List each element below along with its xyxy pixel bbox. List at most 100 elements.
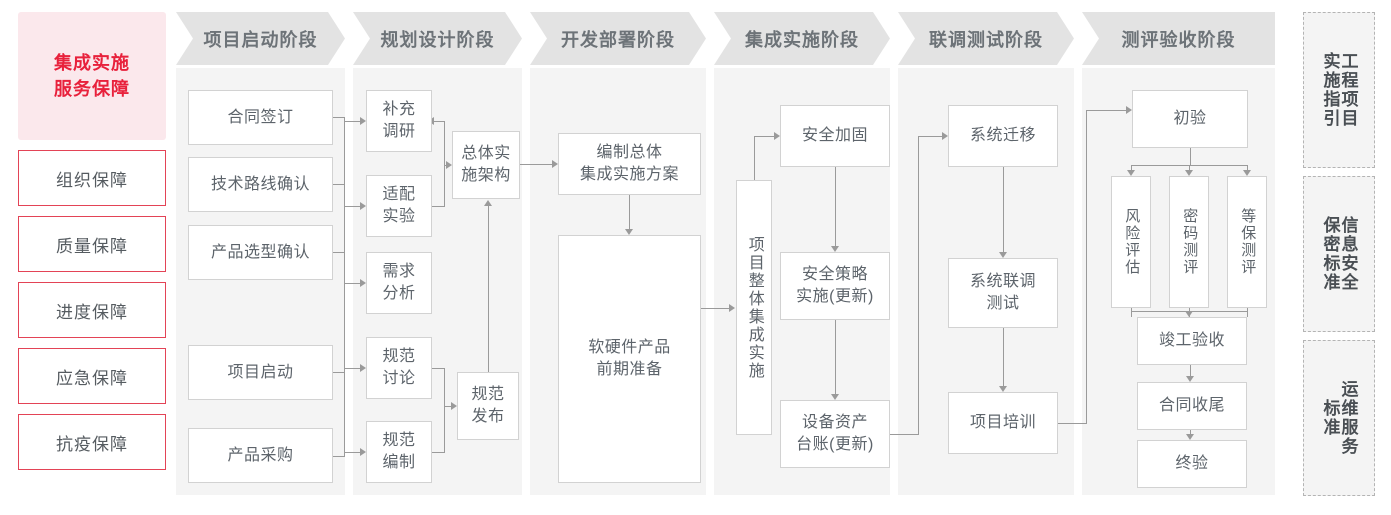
- node-asset-ledger-line1: 设备资产: [801, 414, 868, 432]
- node-grade-protection-evaluation[interactable]: 等保测评: [1227, 176, 1267, 308]
- node-project-kickoff[interactable]: 项目启动: [188, 345, 333, 400]
- right-standards-panel: 工程项目 实施指引 信息安全 保密标准 运维服务 标准: [1303, 12, 1375, 504]
- left-panel-header-line2: 服务保障: [54, 79, 130, 99]
- node-spec-discussion[interactable]: 规范 讨论: [366, 337, 432, 399]
- node-supplementary-survey-line2: 调研: [382, 123, 416, 140]
- connector-p1-techroute-out: [333, 184, 345, 185]
- left-item-quality[interactable]: 质量保障: [18, 216, 166, 272]
- node-requirement-analysis-line2: 分析: [382, 285, 416, 302]
- phase-1-label: 项目启动阶段: [203, 29, 318, 50]
- node-final-acceptance[interactable]: 终验: [1137, 440, 1247, 488]
- left-item-schedule[interactable]: 进度保障: [18, 282, 166, 338]
- right-item-1-col-right: 工程项目: [1338, 52, 1358, 128]
- left-item-epidemic[interactable]: 抗疫保障: [18, 414, 166, 470]
- node-security-policy-line1: 安全策略: [801, 266, 868, 284]
- node-spec-discussion-line2: 讨论: [382, 370, 416, 387]
- connector-specdisc-out: [432, 368, 444, 369]
- right-item-engineering-guideline[interactable]: 工程项目 实施指引: [1303, 12, 1375, 168]
- connector-training-up: [1086, 110, 1087, 424]
- connector-spec-junction-to-pub: [444, 406, 451, 407]
- left-panel-header: 集成实施 服务保障: [18, 12, 166, 140]
- arrow-specpub-to-arch: [484, 200, 492, 206]
- node-adaptation-experiment-line1: 适配: [382, 186, 416, 204]
- phase-4-label: 集成实施阶段: [745, 29, 859, 50]
- connector-completion-to-close: [1190, 365, 1191, 376]
- connector-arch-to-plan: [520, 164, 552, 165]
- node-initial-acceptance[interactable]: 初验: [1132, 90, 1248, 148]
- phase-5-header[interactable]: 联调测试阶段: [898, 12, 1074, 65]
- arrow-integration-to-harden: [774, 132, 780, 140]
- node-supplementary-survey[interactable]: 补充 调研: [366, 90, 432, 152]
- arrow-to-spec-publication: [451, 402, 457, 410]
- phase-1-header[interactable]: 项目启动阶段: [176, 12, 345, 65]
- connector-to-crypto: [1189, 165, 1190, 171]
- arrow-to-grade: [1243, 170, 1251, 176]
- node-equipment-asset-ledger[interactable]: 设备资产 台账(更新): [780, 400, 890, 468]
- phase-6-label: 测评验收阶段: [1121, 29, 1236, 50]
- connector-spec-junction: [444, 368, 445, 453]
- node-overall-arch-line1: 总体实: [461, 145, 511, 163]
- connector-p1-prodsel-out: [333, 252, 345, 253]
- phase-4-header[interactable]: 集成实施阶段: [714, 12, 890, 65]
- phase-2-header[interactable]: 规划设计阶段: [353, 12, 522, 65]
- node-overall-implementation-architecture[interactable]: 总体实 施架构: [452, 131, 520, 199]
- right-item-security-standard[interactable]: 信息安全 保密标准: [1303, 176, 1375, 332]
- arrow-plan-to-prep: [625, 229, 633, 235]
- connector-close-to-final: [1190, 430, 1191, 434]
- node-adaptation-experiment[interactable]: 适配 实验: [366, 175, 432, 237]
- node-draft-plan-line2: 集成实施方案: [579, 166, 679, 183]
- node-project-training[interactable]: 项目培训: [948, 392, 1058, 454]
- node-risk-assessment[interactable]: 风险评估: [1111, 176, 1151, 308]
- connector-harden-to-policy: [835, 167, 836, 246]
- connector-to-req: [344, 283, 360, 284]
- node-system-joint-test[interactable]: 系统联调 测试: [948, 258, 1058, 328]
- node-hardware-software-preparation[interactable]: 软硬件产品 前期准备: [558, 235, 701, 483]
- node-product-purchase[interactable]: 产品采购: [188, 428, 333, 483]
- node-tech-route-confirm[interactable]: 技术路线确认: [188, 157, 333, 212]
- node-requirement-analysis[interactable]: 需求 分析: [366, 252, 432, 314]
- node-draft-overall-integration-plan[interactable]: 编制总体 集成实施方案: [558, 133, 701, 195]
- arrow-jointtest-to-training: [999, 386, 1007, 392]
- connector-to-adapt: [344, 206, 360, 207]
- arrow-prep-to-integration: [729, 304, 735, 312]
- node-security-hardening[interactable]: 安全加固: [780, 105, 890, 167]
- right-item-1-col-left: 实施指引: [1320, 52, 1340, 128]
- node-spec-drafting[interactable]: 规范 编制: [366, 421, 432, 483]
- node-joint-test-line2: 测试: [986, 295, 1020, 312]
- connector-to-grade: [1247, 165, 1248, 171]
- left-guarantee-panel: 集成实施 服务保障 组织保障 质量保障 进度保障 应急保障 抗疫保障: [18, 12, 166, 470]
- node-hw-sw-prep-line1: 软硬件产品: [588, 339, 671, 357]
- node-spec-publication[interactable]: 规范 发布: [457, 372, 519, 440]
- node-spec-drafting-line1: 规范: [382, 432, 416, 450]
- left-item-emergency[interactable]: 应急保障: [18, 348, 166, 404]
- connector-p1-spine: [344, 117, 345, 456]
- node-overall-project-integration[interactable]: 项目整体集成实施: [736, 180, 772, 435]
- node-spec-publication-line2: 发布: [471, 408, 505, 425]
- phase-6-header[interactable]: 测评验收阶段: [1082, 12, 1275, 65]
- node-system-migration[interactable]: 系统迁移: [948, 105, 1058, 167]
- node-overall-arch-line2: 施架构: [461, 167, 511, 184]
- arrow-completion-to-close: [1186, 376, 1194, 382]
- node-security-policy-implementation[interactable]: 安全策略 实施(更新): [780, 252, 890, 320]
- node-cryptography-evaluation[interactable]: 密码测评: [1169, 176, 1209, 308]
- node-completion-acceptance[interactable]: 竣工验收: [1137, 317, 1247, 365]
- node-contract-closeout[interactable]: 合同收尾: [1137, 382, 1247, 430]
- right-item-3-col-left: 标准: [1320, 399, 1340, 437]
- connector-asset-out: [890, 434, 918, 435]
- phase-5-label: 联调测试阶段: [929, 29, 1043, 50]
- right-item-ops-service-standard[interactable]: 运维服务 标准: [1303, 340, 1375, 496]
- phase-3-header[interactable]: 开发部署阶段: [530, 12, 706, 65]
- arrow-to-crypto: [1185, 170, 1193, 176]
- connector-asset-to-migration: [918, 136, 942, 137]
- connector-migration-to-jointtest: [1003, 167, 1004, 252]
- left-item-organization[interactable]: 组织保障: [18, 150, 166, 206]
- arrow-to-req: [360, 279, 366, 287]
- arrow-to-adapt: [360, 202, 366, 210]
- connector-survey-adapt-junction: [444, 121, 445, 207]
- arrow-harden-to-policy: [831, 246, 839, 252]
- node-adaptation-experiment-line2: 实验: [382, 208, 416, 225]
- node-product-selection-confirm[interactable]: 产品选型确认: [188, 225, 333, 280]
- node-asset-ledger-line2: 台账(更新): [796, 436, 874, 453]
- node-contract-signing[interactable]: 合同签订: [188, 90, 333, 145]
